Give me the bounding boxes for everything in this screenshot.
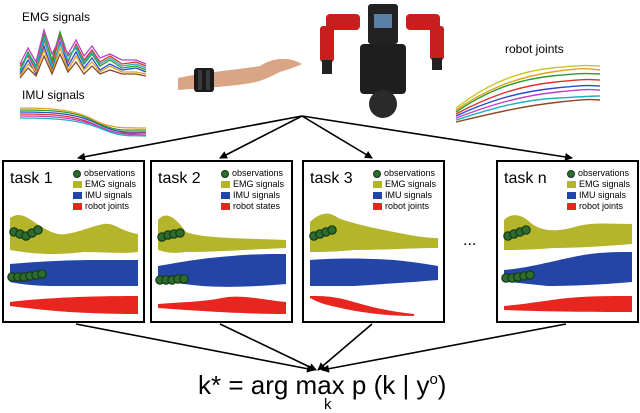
formula-subscript: k (324, 396, 332, 413)
legend-observations: observations (373, 168, 436, 179)
task-box-n: task n observations EMG signals IMU sign… (496, 160, 639, 323)
task-box-3: task 3 observations EMG signals IMU sign… (302, 160, 445, 323)
emg-signals-label: EMG signals (22, 10, 91, 24)
task-box-2: task 2 observations EMG signals IMU sign… (150, 160, 293, 323)
emg-band (504, 215, 632, 250)
legend-imu: IMU signals (567, 190, 630, 201)
arrow-from-task-n (321, 323, 567, 373)
formula-close: ) (437, 370, 447, 400)
task-legend: observations EMG signals IMU signals rob… (221, 168, 284, 212)
arrow-from-task-2 (219, 323, 317, 371)
robot-joints-plot (455, 64, 601, 123)
task-title: task 2 (158, 170, 201, 187)
task-title: task n (504, 170, 547, 187)
legend-emg: EMG signals (221, 179, 284, 190)
legend-imu: IMU signals (73, 190, 136, 201)
imu-swatch (567, 192, 576, 199)
task-n-bands (504, 215, 632, 312)
legend-observations: observations (221, 168, 284, 179)
emg-band (310, 213, 438, 252)
robot-swatch (221, 203, 230, 210)
robot-swatch (73, 203, 82, 210)
arrow-from-task-3 (317, 323, 373, 371)
legend-robot: robot joints (567, 201, 630, 212)
emg-swatch (373, 181, 382, 188)
arrow-to-task-2 (219, 115, 303, 159)
task-legend: observations EMG signals IMU signals rob… (373, 168, 436, 212)
legend-observations: observations (73, 168, 136, 179)
imu-band (158, 254, 286, 287)
legend-robot: robot joints (373, 201, 436, 212)
imu-signals-plot (19, 107, 147, 137)
arm-armband-image (178, 58, 302, 92)
legend-robot: robot states (221, 201, 284, 212)
task-2-bands (158, 215, 286, 314)
observation-marker-icon (221, 169, 229, 178)
task-legend: observations EMG signals IMU signals rob… (73, 168, 136, 212)
legend-emg: EMG signals (73, 179, 136, 190)
robot-joints-label: robot joints (505, 42, 564, 56)
imu-signals-label: IMU signals (22, 88, 85, 102)
task-box-1: task 1 observations EMG signals IMU sign… (2, 160, 145, 323)
imu-swatch (73, 192, 82, 199)
task-title: task 3 (310, 170, 353, 187)
imu-swatch (221, 192, 230, 199)
imu-band (504, 252, 632, 286)
more-tasks-ellipsis: ... (463, 232, 477, 249)
arrow-to-task-n (301, 115, 573, 161)
arrow-to-task-1 (77, 115, 303, 161)
legend-emg: EMG signals (373, 179, 436, 190)
arrow-from-task-1 (75, 323, 315, 373)
legend-emg: EMG signals (567, 179, 630, 190)
robot-band (10, 296, 138, 314)
task-3-bands (310, 213, 438, 316)
emg-band (158, 215, 286, 253)
legend-robot: robot joints (73, 201, 136, 212)
task-legend: observations EMG signals IMU signals rob… (567, 168, 630, 212)
task-title: task 1 (10, 170, 53, 187)
legend-imu: IMU signals (373, 190, 436, 201)
emg-swatch (221, 181, 230, 188)
imu-swatch (373, 192, 382, 199)
emg-signals-plot (19, 27, 147, 79)
legend-observations: observations (567, 168, 630, 179)
robot-band (310, 296, 414, 316)
emg-swatch (73, 181, 82, 188)
emg-swatch (567, 181, 576, 188)
robot-swatch (373, 203, 382, 210)
robot-image (320, 4, 444, 118)
robot-band (158, 296, 286, 314)
robot-band (504, 296, 632, 312)
legend-imu: IMU signals (221, 190, 284, 201)
observation-marker-icon (73, 169, 81, 178)
formula-main: k* = arg max (198, 370, 345, 400)
observation-marker-icon (373, 169, 381, 178)
formula-superscript: o (429, 371, 438, 388)
formula-rest: p (k | y (344, 370, 430, 400)
imu-band (310, 258, 438, 286)
task-1-bands (10, 215, 138, 314)
arrow-to-task-3 (301, 115, 373, 159)
imu-band (10, 260, 138, 286)
robot-swatch (567, 203, 576, 210)
observation-marker-icon (567, 169, 575, 178)
emg-band (10, 215, 138, 254)
